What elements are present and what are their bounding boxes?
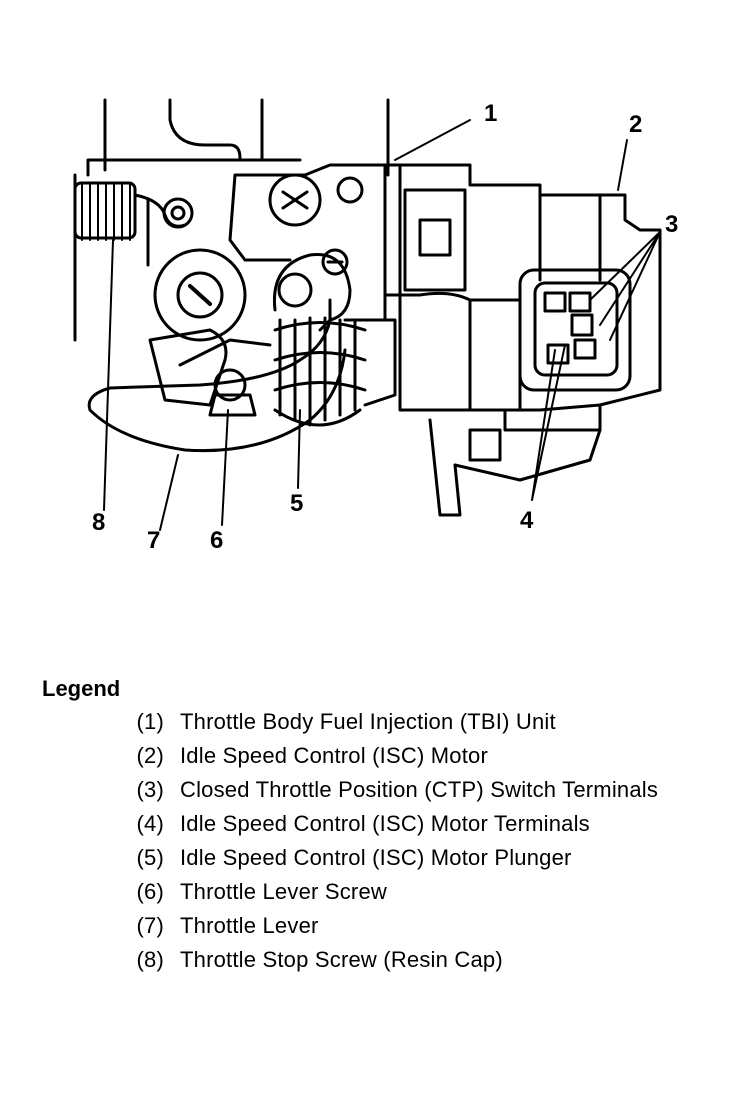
tbi-housing-top <box>103 98 264 172</box>
legend-text: Closed Throttle Position (CTP) Switch Te… <box>180 777 659 802</box>
legend-number: (4) <box>136 811 164 836</box>
legend: Legend (1) Throttle Body Fuel Injection … <box>42 676 732 980</box>
callout-6: 6 <box>210 527 223 554</box>
callout-2: 2 <box>629 111 642 138</box>
legend-text: Idle Speed Control (ISC) Motor Terminals <box>180 811 590 836</box>
legend-number: (2) <box>136 743 164 768</box>
isc-connector <box>518 268 632 392</box>
legend-text: Throttle Stop Screw (Resin Cap) <box>180 947 503 972</box>
isc-motor <box>383 163 662 517</box>
legend-text: Throttle Body Fuel Injection (TBI) Unit <box>180 709 556 734</box>
legend-item: (8) Throttle Stop Screw (Resin Cap) <box>42 946 732 974</box>
legend-number: (1) <box>136 709 164 734</box>
legend-item: (4) Idle Speed Control (ISC) Motor Termi… <box>42 810 732 838</box>
callout-7: 7 <box>147 527 160 554</box>
legend-item: (3) Closed Throttle Position (CTP) Switc… <box>42 776 732 804</box>
legend-item: (6) Throttle Lever Screw <box>42 878 732 906</box>
legend-number: (8) <box>136 947 164 972</box>
legend-text: Idle Speed Control (ISC) Motor <box>180 743 489 768</box>
legend-number: (5) <box>136 845 164 870</box>
legend-text: Throttle Lever <box>180 913 319 938</box>
callout-leaders <box>103 119 661 531</box>
legend-item: (1) Throttle Body Fuel Injection (TBI) U… <box>42 708 732 736</box>
bracket-screw <box>268 173 322 227</box>
tbi-housing-body <box>73 98 390 342</box>
isc-motor-plunger <box>273 316 397 427</box>
throttle-shaft <box>153 248 247 342</box>
legend-text: Idle Speed Control (ISC) Motor Plunger <box>180 845 572 870</box>
callout-4: 4 <box>520 507 534 534</box>
throttle-lever-screw <box>208 368 257 417</box>
legend-item: (5) Idle Speed Control (ISC) Motor Plung… <box>42 844 732 872</box>
legend-item: (7) Throttle Lever <box>42 912 732 940</box>
legend-number: (7) <box>136 913 164 938</box>
legend-title: Legend <box>42 676 121 701</box>
throttle-stop-screw <box>73 181 194 241</box>
legend-number: (3) <box>136 777 164 802</box>
callout-3: 3 <box>665 211 678 238</box>
legend-number: (6) <box>136 879 164 904</box>
legend-text: Throttle Lever Screw <box>180 879 387 904</box>
callout-1: 1 <box>484 100 497 127</box>
legend-item: (2) Idle Speed Control (ISC) Motor <box>42 742 732 770</box>
throttle-lever <box>87 298 347 453</box>
throttle-body-diagram: 1 2 3 4 5 6 7 8 <box>73 98 678 554</box>
callout-5: 5 <box>290 490 303 517</box>
callout-8: 8 <box>92 509 105 536</box>
